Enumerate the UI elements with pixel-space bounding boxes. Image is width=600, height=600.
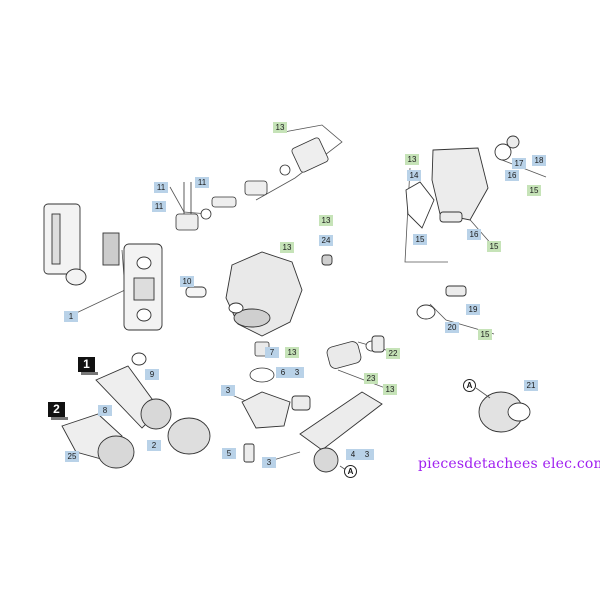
pump-housing-part (43, 203, 163, 331)
part-label: 9 (145, 369, 159, 380)
part-label: 16 (505, 170, 519, 181)
part-label: 15 (527, 185, 541, 196)
part-label: 17 (512, 158, 526, 169)
part-label: 10 (180, 276, 194, 287)
part-label: 16 (467, 229, 481, 240)
part-label: 13 (280, 242, 294, 253)
part-label: 7 (265, 347, 279, 358)
connection-label-a-lower: A (344, 465, 357, 478)
watermark: piecesdetachees elec.com (418, 456, 600, 472)
part-label: 3 (360, 449, 374, 460)
part-label: 15 (487, 241, 501, 252)
part-label: 20 (445, 322, 459, 333)
leader-11 (169, 186, 209, 215)
leader-top (255, 124, 343, 201)
pump-head (185, 251, 333, 337)
part-label: 1 (64, 311, 78, 322)
part-label: 8 (98, 405, 112, 416)
part-label: 11 (154, 182, 168, 193)
part-label: 18 (532, 155, 546, 166)
callout-1: 1 (78, 357, 98, 375)
part-label: 2 (147, 440, 161, 451)
part-label: 13 (319, 215, 333, 226)
part-label: 15 (413, 234, 427, 245)
part-label: 13 (273, 122, 287, 133)
part-label: 25 (65, 451, 79, 462)
part-label: 3 (221, 385, 235, 396)
part-label: 6 (276, 367, 290, 378)
leader-a-right (475, 387, 491, 399)
leader-23 (337, 369, 389, 390)
part-label: 3 (290, 367, 304, 378)
part-label: 13 (285, 347, 299, 358)
connection-label-a: A (463, 379, 476, 392)
part-label: 4 (346, 449, 360, 460)
part-label: 24 (319, 235, 333, 246)
inlet-hose-set (61, 352, 211, 469)
part-label: 19 (466, 304, 480, 315)
part-label: 3 (262, 457, 276, 468)
outlet-assembly (241, 335, 531, 473)
part-label: 11 (195, 177, 209, 188)
valve-block (405, 135, 520, 320)
part-label: 11 (152, 201, 166, 212)
part-label: 14 (407, 170, 421, 181)
part-label: 13 (405, 154, 419, 165)
part-label: 5 (222, 448, 236, 459)
part-label: 15 (478, 329, 492, 340)
part-label: 21 (524, 380, 538, 391)
piston-assembly (175, 137, 329, 231)
part-label: 23 (364, 373, 378, 384)
part-label: 22 (386, 348, 400, 359)
callout-2: 2 (48, 402, 68, 420)
part-label: 13 (383, 384, 397, 395)
